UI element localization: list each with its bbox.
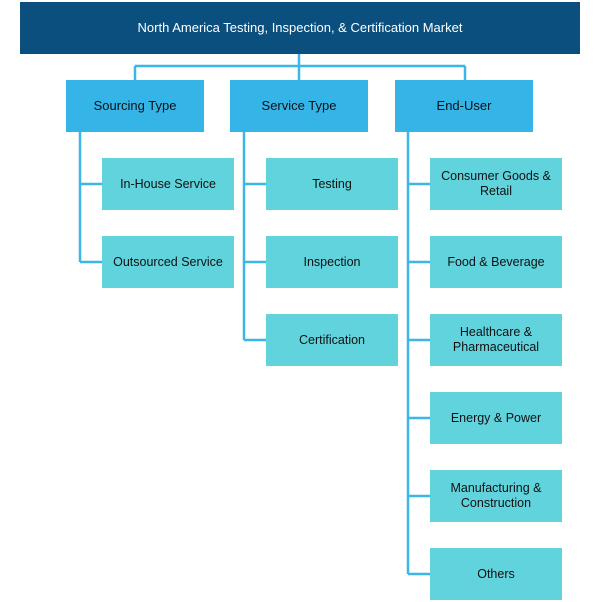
leaf-food-beverage: Food & Beverage	[430, 236, 562, 288]
market-title-box: North America Testing, Inspection, & Cer…	[20, 2, 580, 54]
category-label: Sourcing Type	[93, 98, 177, 114]
leaf-label: Outsourced Service	[113, 254, 223, 269]
leaf-testing: Testing	[266, 158, 398, 210]
leaf-label: Certification	[299, 332, 365, 347]
leaf-label: Others	[477, 566, 515, 581]
leaf-in-house-service: In-House Service	[102, 158, 234, 210]
leaf-certification: Certification	[266, 314, 398, 366]
leaf-label: Energy & Power	[450, 410, 542, 425]
leaf-energy-power: Energy & Power	[430, 392, 562, 444]
leaf-outsourced-service: Outsourced Service	[102, 236, 234, 288]
market-title: North America Testing, Inspection, & Cer…	[137, 20, 463, 36]
leaf-consumer-goods-retail: Consumer Goods & Retail	[430, 158, 562, 210]
leaf-label: Consumer Goods & Retail	[441, 169, 551, 198]
leaf-label: In-House Service	[120, 176, 216, 191]
category-service-type: Service Type	[230, 80, 368, 132]
category-label: Service Type	[261, 98, 337, 114]
category-label: End-User	[436, 98, 492, 114]
leaf-label: Testing	[312, 176, 352, 191]
leaf-label: Inspection	[303, 254, 361, 269]
category-sourcing-type: Sourcing Type	[66, 80, 204, 132]
leaf-inspection: Inspection	[266, 236, 398, 288]
leaf-others: Others	[430, 548, 562, 600]
leaf-manufacturing-construction: Manufacturing & Construction	[430, 470, 562, 522]
leaf-label: Food & Beverage	[447, 254, 545, 269]
leaf-label: Healthcare & Pharmaceutical	[452, 325, 540, 354]
leaf-label: Manufacturing & Construction	[450, 481, 542, 510]
category-end-user: End-User	[395, 80, 533, 132]
leaf-healthcare-pharmaceutical: Healthcare & Pharmaceutical	[430, 314, 562, 366]
